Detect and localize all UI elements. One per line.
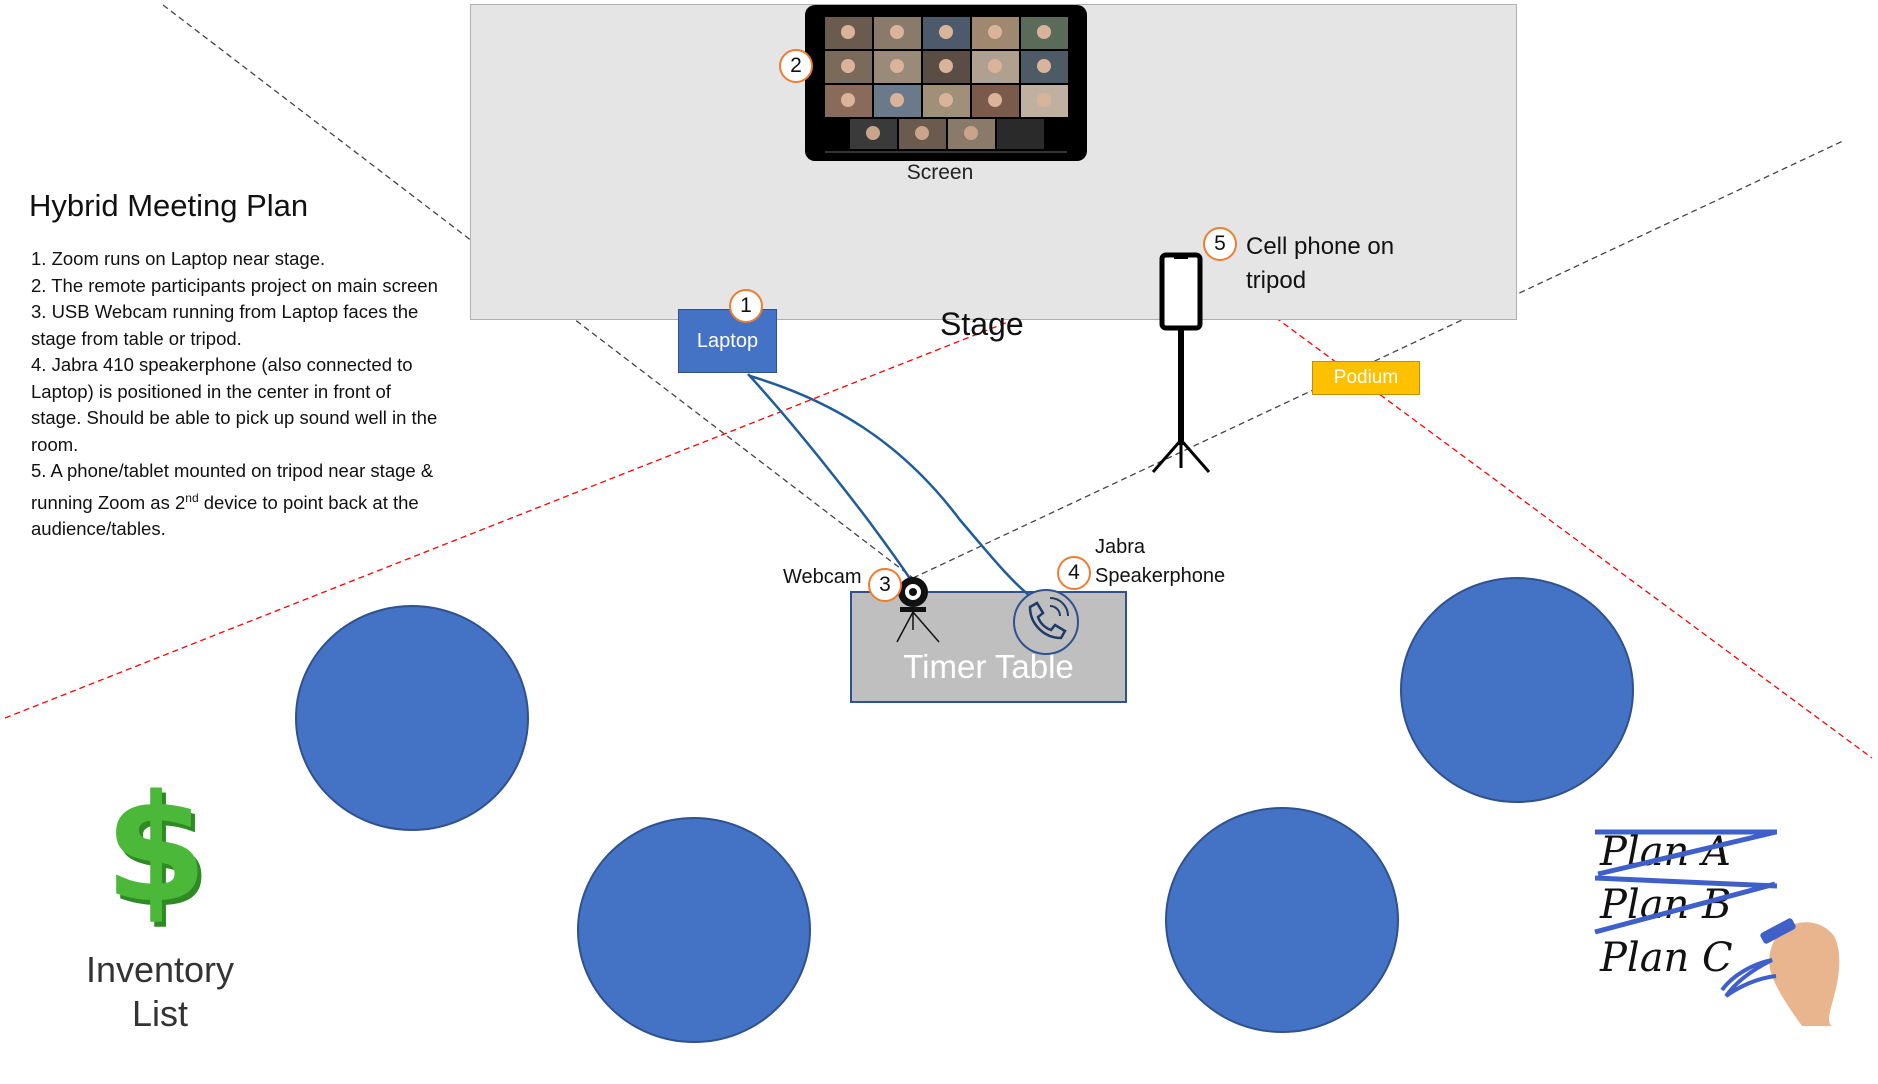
badge-webcam: 3: [868, 568, 902, 602]
phone-view-line: [4, 257, 1171, 719]
podium-box: Podium: [1312, 361, 1420, 395]
step-item: 3. USB Webcam running from Laptop faces …: [31, 301, 419, 349]
main-screen: [805, 5, 1087, 161]
laptop-box: Laptop: [678, 309, 777, 373]
phone-call-icon: [1013, 589, 1079, 655]
step-item: 4. Jabra 410 speakerphone (also connecte…: [31, 354, 438, 455]
plans-list: Plan A Plan B Plan C: [1600, 826, 1733, 985]
webcam-icon: [896, 577, 940, 643]
jabra-label-line1: Jabra: [1095, 536, 1146, 558]
participant-face: [939, 59, 953, 73]
cell-phone-label-line2: tripod: [1246, 267, 1307, 294]
participant-face: [964, 126, 978, 140]
badge-screen: 2: [779, 49, 813, 83]
inventory-line: List: [131, 993, 189, 1034]
webcam-cable: [747, 373, 914, 583]
step-item: 1. Zoom runs on Laptop near stage.: [31, 248, 326, 269]
audience-table: [1165, 807, 1399, 1033]
webcam-label: Webcam: [783, 566, 862, 588]
step5-superscript: nd: [185, 490, 199, 505]
video-gallery-icon: [825, 17, 1068, 153]
participant-face: [1037, 93, 1051, 107]
participant-face: [890, 59, 904, 73]
participant-face: [1037, 59, 1051, 73]
inventory-list-label: Inventory List: [60, 948, 260, 1036]
plan-b: Plan B: [1600, 879, 1733, 932]
participant-face: [841, 25, 855, 39]
plan-c: Plan C: [1600, 932, 1733, 985]
participant-face: [939, 93, 953, 107]
badge-number: 1: [740, 294, 752, 317]
phone-view-line: [1194, 257, 1873, 759]
badge-number: 3: [879, 573, 891, 596]
audience-table: [1400, 577, 1634, 803]
plan-text: Plan B: [1600, 882, 1732, 928]
inventory-line: Inventory: [85, 949, 235, 990]
participant-face: [988, 59, 1002, 73]
step-item: 5. A phone/tablet mounted on tripod near…: [31, 458, 441, 543]
timer-table: [850, 591, 1127, 703]
participant-face: [915, 126, 929, 140]
plan-steps: 1. Zoom runs on Laptop near stage. 2. Th…: [31, 246, 441, 543]
svg-text:$: $: [105, 763, 208, 935]
hand-with-marker-icon: [1760, 918, 1840, 1026]
jabra-label-line2: Speakerphone: [1095, 565, 1226, 587]
participant-face: [988, 25, 1002, 39]
participant-face: [866, 126, 880, 140]
step5-text-end: device to point back at the audience/tab…: [31, 491, 419, 540]
video-tile: [997, 119, 1044, 149]
cell-phone-label-line1: Cell phone on: [1246, 233, 1395, 260]
badge-jabra: 4: [1057, 556, 1091, 590]
participant-face: [841, 93, 855, 107]
badge-laptop: 1: [729, 289, 763, 323]
participant-face: [939, 25, 953, 39]
participant-face: [988, 93, 1002, 107]
participant-face: [890, 93, 904, 107]
participant-face: [890, 25, 904, 39]
screen-label: Screen: [906, 161, 974, 184]
participant-face: [1037, 25, 1051, 39]
plan-text: Plan C: [1600, 935, 1733, 981]
badge-number: 5: [1214, 232, 1226, 255]
stage-label: Stage: [940, 306, 1024, 342]
badge-number: 4: [1068, 561, 1080, 584]
page-title: Hybrid Meeting Plan: [29, 188, 309, 223]
audience-table: [295, 605, 529, 831]
laptop-label: Laptop: [696, 329, 759, 352]
participant-face: [841, 59, 855, 73]
audience-table: [577, 817, 811, 1043]
svg-text:$: $: [109, 768, 212, 940]
dollar-sign-icon: $ $: [105, 763, 212, 940]
badge-cell-phone: 5: [1203, 227, 1237, 261]
podium-label: Podium: [1333, 367, 1399, 388]
step-item: 2. The remote participants project on ma…: [31, 274, 438, 296]
badge-number: 2: [790, 54, 802, 77]
plan-a: Plan A: [1600, 826, 1733, 879]
phone-on-tripod-icon: [1151, 252, 1211, 473]
step5-text-start: 5. A phone/tablet mounted on tripod near…: [31, 460, 434, 513]
speakerphone-cable: [749, 374, 1031, 597]
webcam-view-line: [912, 139, 1846, 579]
plan-text: Plan A: [1600, 829, 1731, 875]
